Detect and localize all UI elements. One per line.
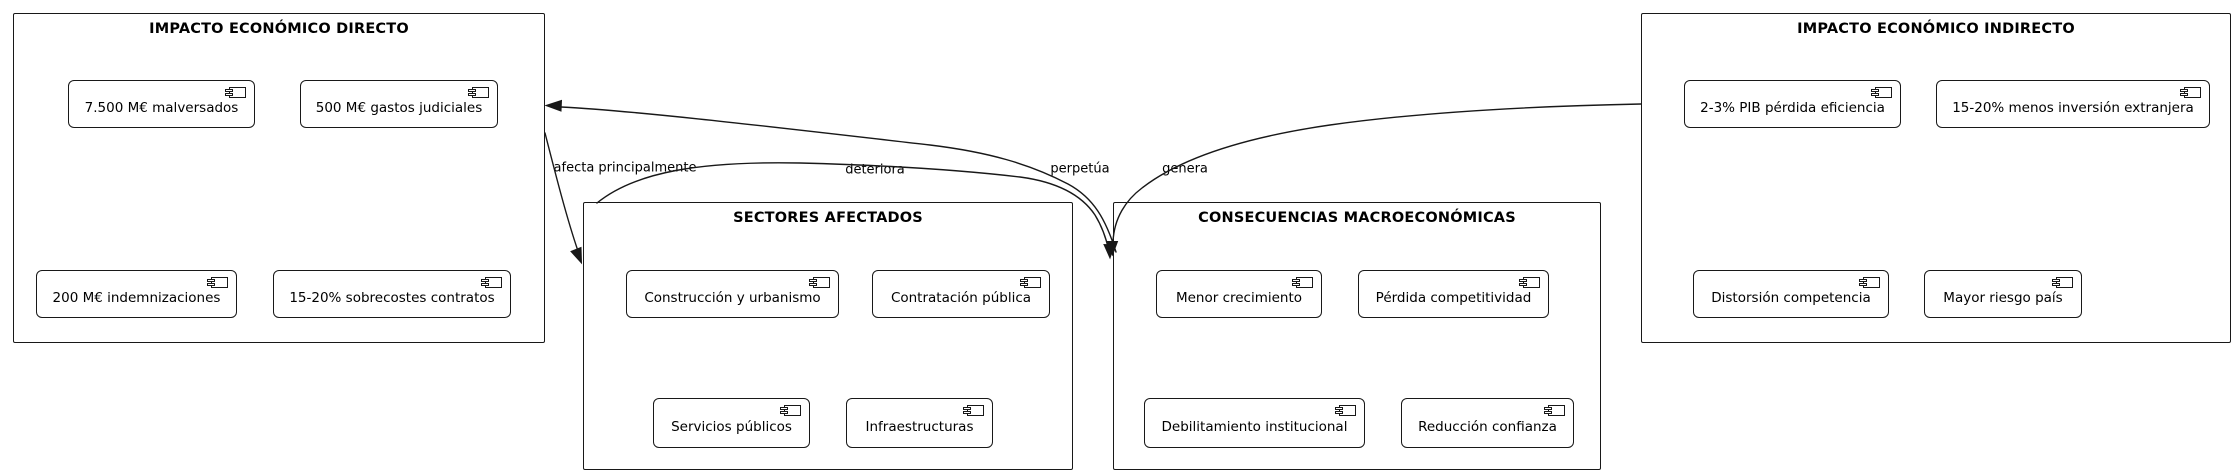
edge-label-perpetua: perpetúa	[1050, 161, 1110, 177]
edge-label-genera: genera	[1162, 161, 1208, 177]
component-infraestructuras: Infraestructuras	[846, 398, 993, 448]
uml-component-icon	[481, 277, 502, 288]
uml-component-icon	[1871, 87, 1892, 98]
uml-component-icon	[2052, 277, 2073, 288]
package-title: IMPACTO ECONÓMICO INDIRECTO	[1797, 21, 2075, 37]
component-label: Infraestructuras	[865, 418, 974, 435]
uml-component-icon	[1292, 277, 1313, 288]
uml-component-icon	[963, 405, 984, 416]
arrow-afecta-principalmente	[544, 132, 583, 265]
component-label: 7.500 M€ malversados	[84, 99, 239, 116]
package-title: SECTORES AFECTADOS	[733, 210, 923, 226]
uml-component-icon	[207, 277, 228, 288]
component-debilitamiento-institucional: Debilitamiento institucional	[1144, 398, 1365, 448]
package-title: IMPACTO ECONÓMICO DIRECTO	[149, 21, 409, 37]
component-malversados: 7.500 M€ malversados	[68, 80, 255, 128]
component-label: Distorsión competencia	[1711, 289, 1871, 306]
package-title: CONSECUENCIAS MACROECONÓMICAS	[1198, 210, 1516, 226]
component-label: 2-3% PIB pérdida eficiencia	[1700, 99, 1885, 116]
component-label: Mayor riesgo país	[1943, 289, 2063, 306]
uml-component-icon	[1544, 405, 1565, 416]
component-menos-inversion-extranjera: 15-20% menos inversión extranjera	[1936, 80, 2210, 128]
component-perdida-competitividad: Pérdida competitividad	[1358, 270, 1549, 318]
component-label: Debilitamiento institucional	[1161, 418, 1348, 435]
component-label: 200 M€ indemnizaciones	[52, 289, 221, 306]
component-construccion-urbanismo: Construcción y urbanismo	[626, 270, 839, 318]
uml-component-icon	[1519, 277, 1540, 288]
uml-component-icon	[1020, 277, 1041, 288]
uml-component-icon	[468, 87, 489, 98]
component-label: Servicios públicos	[671, 418, 792, 435]
edge-label-afecta-principalmente: afecta principalmente	[553, 160, 697, 176]
uml-component-icon	[1335, 405, 1356, 416]
component-reduccion-confianza: Reducción confianza	[1401, 398, 1574, 448]
component-mayor-riesgo-pais: Mayor riesgo país	[1924, 270, 2082, 318]
component-contratacion-publica: Contratación pública	[872, 270, 1050, 318]
uml-component-icon	[780, 405, 801, 416]
uml-component-icon	[809, 277, 830, 288]
component-menor-crecimiento: Menor crecimiento	[1156, 270, 1322, 318]
component-label: Menor crecimiento	[1175, 289, 1303, 306]
uml-component-icon	[2180, 87, 2201, 98]
component-label: 15-20% menos inversión extranjera	[1952, 99, 2194, 116]
component-indemnizaciones: 200 M€ indemnizaciones	[36, 270, 237, 318]
component-servicios-publicos: Servicios públicos	[653, 398, 810, 448]
component-distorsion-competencia: Distorsión competencia	[1693, 270, 1889, 318]
component-gastos-judiciales: 500 M€ gastos judiciales	[300, 80, 498, 128]
component-label: 500 M€ gastos judiciales	[315, 99, 483, 116]
component-label: Reducción confianza	[1418, 418, 1557, 435]
uml-component-icon	[1859, 277, 1880, 288]
uml-component-icon	[225, 87, 246, 98]
component-sobrecostes-contratos: 15-20% sobrecostes contratos	[273, 270, 511, 318]
component-label: Construcción y urbanismo	[644, 289, 821, 306]
component-pib-perdida-eficiencia: 2-3% PIB pérdida eficiencia	[1684, 80, 1901, 128]
component-label: Contratación pública	[890, 289, 1032, 306]
edge-label-deteriora: deteriora	[845, 162, 905, 178]
component-label: Pérdida competitividad	[1375, 289, 1532, 306]
component-label: 15-20% sobrecostes contratos	[289, 289, 495, 306]
